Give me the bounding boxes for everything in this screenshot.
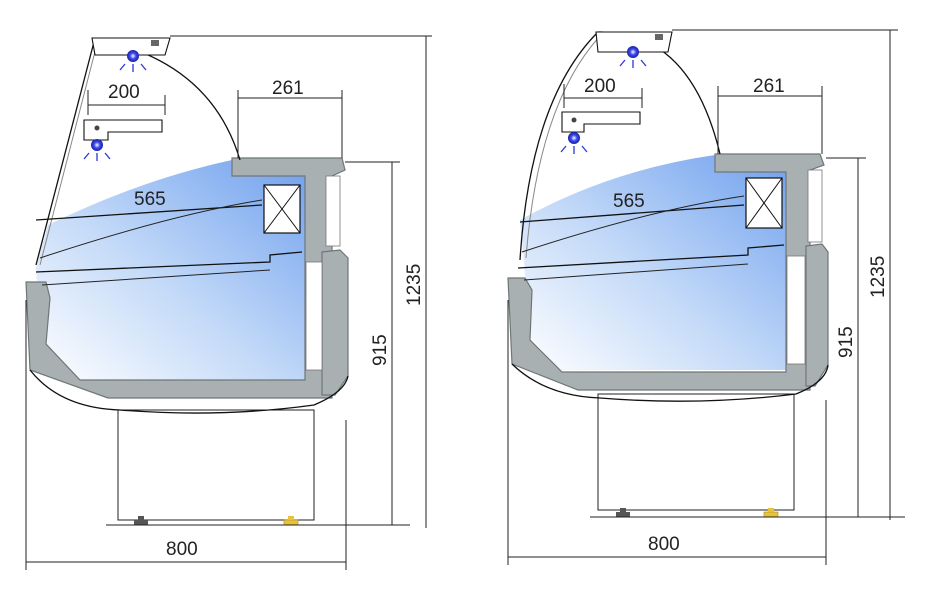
upper-shelf — [519, 204, 745, 223]
dim-canopy-width: 200 — [584, 76, 616, 97]
lamp-bracket — [561, 111, 641, 133]
right-view: 200 261 565 915 1235 800 — [507, 29, 905, 565]
lamp-icon — [119, 50, 147, 72]
dim-total-height: 1235 — [868, 256, 889, 298]
dim-inner-depth: 565 — [134, 189, 166, 210]
adjustable-foot-icon — [616, 508, 630, 517]
rear-panel — [321, 249, 349, 396]
base-curve — [29, 369, 349, 414]
upper-shelf — [35, 204, 263, 221]
rear-door — [786, 255, 806, 365]
lower-shelf — [517, 244, 785, 269]
dim-total-height: 1235 — [404, 264, 425, 306]
base-curve — [511, 363, 829, 402]
dim-top-shelf-depth: 261 — [272, 78, 304, 99]
dim-top-shelf-depth: 261 — [753, 76, 785, 97]
base-frame — [597, 393, 795, 511]
lamp-icon — [560, 132, 588, 154]
adjustable-foot-icon — [134, 516, 148, 525]
dim-counter-height: 915 — [370, 334, 391, 366]
adjustable-foot-icon — [283, 516, 299, 526]
dim-canopy-width: 200 — [108, 82, 140, 103]
left-view: 200 261 565 915 1235 800 — [25, 35, 432, 570]
lamp-icon — [619, 46, 647, 68]
cold-zone — [520, 155, 786, 370]
cooling-unit-icon — [745, 177, 783, 229]
canopy — [595, 31, 673, 53]
rear-shelf-panel — [807, 169, 823, 243]
canopy-bracket — [655, 34, 663, 40]
rear-shelf-panel — [325, 175, 341, 247]
cooling-unit-icon — [263, 184, 301, 234]
dim-inner-depth: 565 — [613, 191, 645, 212]
rear-panel — [805, 243, 829, 387]
dim-total-width: 800 — [166, 539, 198, 560]
dim-counter-height: 915 — [836, 326, 857, 358]
base-frame — [117, 409, 315, 521]
rear-door — [305, 261, 323, 371]
lamp-bracket — [83, 119, 163, 141]
case-body — [507, 153, 825, 391]
front-glass — [35, 37, 96, 266]
case-body — [25, 157, 346, 399]
canopy-bracket — [151, 40, 159, 46]
lamp-icon — [83, 139, 111, 161]
canopy — [91, 37, 171, 56]
adjustable-foot-icon — [763, 508, 779, 518]
dim-total-width: 800 — [648, 534, 680, 555]
lower-shelf — [35, 251, 303, 273]
